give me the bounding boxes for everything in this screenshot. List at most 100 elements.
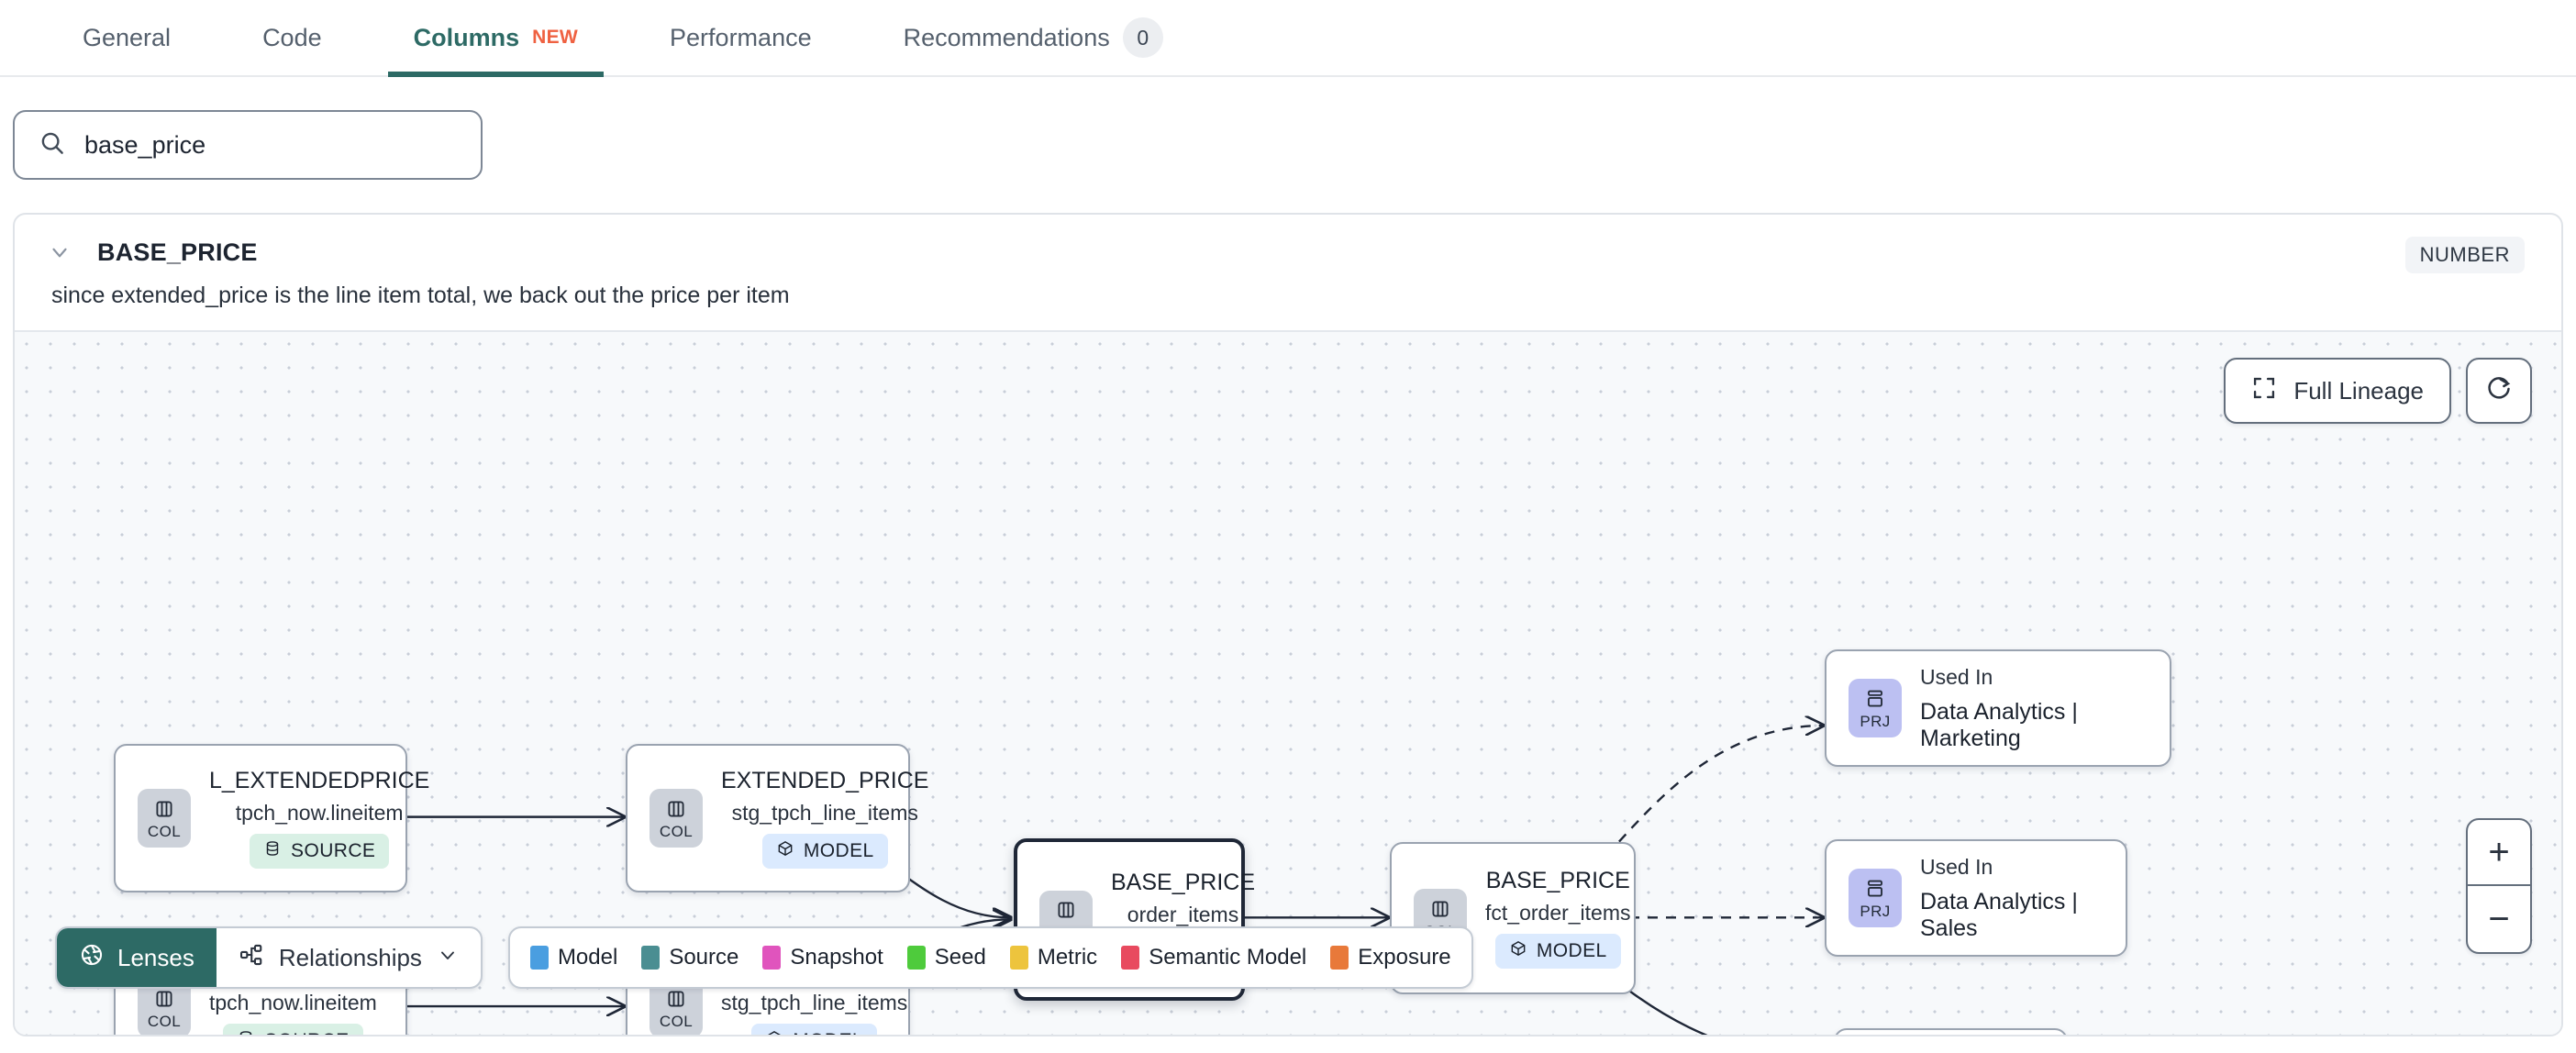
node-kind-tag: COL (147, 1012, 182, 1030)
node-type-pill: SOURCE (250, 834, 390, 869)
lineage-node-project-marketing[interactable]: PRJ Used In Data Analytics | Marketing (1825, 649, 2171, 767)
node-subtitle: Data Analytics | Marketing (1920, 698, 2078, 751)
node-subtitle: order_items (1127, 902, 1239, 926)
lineage-node-project-sales[interactable]: PRJ Used In Data Analytics | Sales (1825, 839, 2127, 957)
tab-new-badge: NEW (532, 27, 579, 48)
node-pill-label: SOURCE (291, 840, 376, 861)
relationships-dropdown[interactable]: Relationships (217, 928, 481, 987)
tab-label: Performance (670, 23, 812, 51)
search-input[interactable] (84, 130, 457, 160)
node-kind-tag: COL (659, 822, 694, 840)
database-icon (237, 1029, 255, 1035)
node-title: EXTENDED_PRICE (721, 768, 929, 793)
lenses-label: Lenses (117, 943, 194, 971)
lenses-relationships-group: Lenses Relationships (55, 926, 483, 989)
legend-item-semantic-model: Semantic Model (1121, 945, 1306, 970)
node-pill-label: MODEL (1536, 940, 1607, 961)
node-subtitle: Data Analytics | Sales (1920, 888, 2078, 941)
node-subtitle: fct_order_items (1485, 901, 1631, 925)
legend-swatch (641, 946, 661, 970)
legend-label: Exposure (1358, 945, 1451, 970)
cube-icon (765, 1029, 783, 1035)
zoom-out-button[interactable]: − (2488, 898, 2510, 939)
node-title: BASE_PRICE (1111, 869, 1256, 895)
column-icon: COL (650, 789, 703, 848)
tab-general[interactable]: General (57, 0, 196, 75)
tab-columns[interactable]: Columns NEW (387, 0, 605, 77)
refresh-icon (2485, 375, 2513, 407)
node-subtitle: stg_tpch_line_items (721, 991, 908, 1014)
graph-toolbar: Lenses Relationships (55, 926, 1473, 989)
tab-code[interactable]: Code (237, 0, 348, 75)
search-box[interactable] (13, 110, 483, 180)
search-icon (39, 129, 66, 161)
aperture-icon (79, 942, 105, 974)
node-kind-tag: PRJ (1860, 902, 1891, 920)
chevron-down-icon[interactable] (46, 238, 73, 266)
lineage-node-base-price-use-variables[interactable]: COL BASE_PRICE use_variables MODEL (1834, 1028, 2068, 1035)
node-pill-label: MODEL (803, 840, 874, 861)
node-subtitle: tpch_now.lineitem (209, 991, 377, 1014)
legend-label: Metric (1037, 945, 1098, 970)
tab-label: Recommendations (903, 23, 1110, 51)
node-type-legend: Model Source Snapshot Seed Metric (507, 926, 1473, 989)
tab-label: Columns (413, 23, 520, 51)
tab-performance[interactable]: Performance (644, 0, 838, 75)
cube-icon (1509, 939, 1527, 963)
cube-icon (776, 839, 794, 863)
legend-item-exposure: Exposure (1330, 945, 1451, 970)
legend-swatch (529, 946, 549, 970)
legend-item-snapshot: Snapshot (762, 945, 883, 970)
node-kind-tag: COL (659, 1012, 694, 1030)
lineage-canvas[interactable]: COL L_EXTENDEDPRICE tpch_now.lineitem SO… (15, 330, 2561, 1035)
page-title: BASE_PRICE (97, 238, 258, 266)
legend-label: Source (669, 945, 739, 970)
column-type-badge: NUMBER (2404, 237, 2525, 273)
database-icon (263, 839, 282, 863)
project-icon: PRJ (1849, 869, 1902, 927)
recommendations-count-badge: 0 (1122, 17, 1163, 58)
legend-swatch (1330, 946, 1349, 970)
expand-icon (2251, 375, 2277, 407)
hierarchy-icon (239, 942, 264, 974)
project-icon: PRJ (1849, 679, 1902, 737)
legend-swatch (762, 946, 782, 970)
column-icon: COL (138, 789, 191, 848)
node-kind-tag: PRJ (1860, 712, 1891, 730)
legend-item-source: Source (641, 945, 738, 970)
tab-label: General (83, 23, 172, 51)
lenses-button[interactable]: Lenses (57, 928, 217, 987)
legend-item-metric: Metric (1009, 945, 1098, 970)
node-pill-label: SOURCE (264, 1030, 349, 1035)
legend-label: Semantic Model (1149, 945, 1307, 970)
node-type-pill: MODEL (751, 1024, 877, 1035)
canvas-controls: Full Lineage (2224, 358, 2532, 424)
node-title: L_EXTENDEDPRICE (209, 768, 430, 793)
full-lineage-label: Full Lineage (2293, 376, 2424, 405)
legend-label: Snapshot (790, 945, 883, 970)
lineage-node-extended-price[interactable]: COL EXTENDED_PRICE stg_tpch_line_items M… (626, 744, 928, 892)
refresh-button[interactable] (2466, 358, 2532, 424)
chevron-down-icon (437, 944, 459, 972)
legend-swatch (1121, 946, 1140, 970)
node-type-pill: SOURCE (223, 1024, 363, 1035)
zoom-in-button[interactable]: + (2468, 820, 2530, 886)
legend-item-seed: Seed (906, 945, 986, 970)
full-lineage-button[interactable]: Full Lineage (2224, 358, 2451, 424)
legend-label: Model (557, 945, 618, 970)
node-subtitle: tpch_now.lineitem (235, 801, 404, 825)
node-type-pill: MODEL (761, 834, 888, 869)
column-header: BASE_PRICE NUMBER since extended_price i… (15, 215, 2561, 330)
node-title: Used In (1920, 664, 1993, 689)
node-pill-label: MODEL (793, 1030, 863, 1035)
lineage-node-l-extendedprice[interactable]: COL L_EXTENDEDPRICE tpch_now.lineitem SO… (114, 744, 429, 892)
tab-bar: General Code Columns NEW Performance Rec… (0, 0, 2576, 77)
zoom-controls: + − (2466, 818, 2532, 954)
tab-recommendations[interactable]: Recommendations 0 (878, 0, 1189, 75)
relationships-label: Relationships (278, 943, 422, 971)
column-detail-panel: BASE_PRICE NUMBER since extended_price i… (13, 213, 2563, 1036)
column-description: since extended_price is the line item to… (51, 283, 790, 308)
node-title: Used In (1920, 854, 1993, 879)
legend-swatch (906, 946, 926, 970)
tab-label: Code (262, 23, 322, 51)
